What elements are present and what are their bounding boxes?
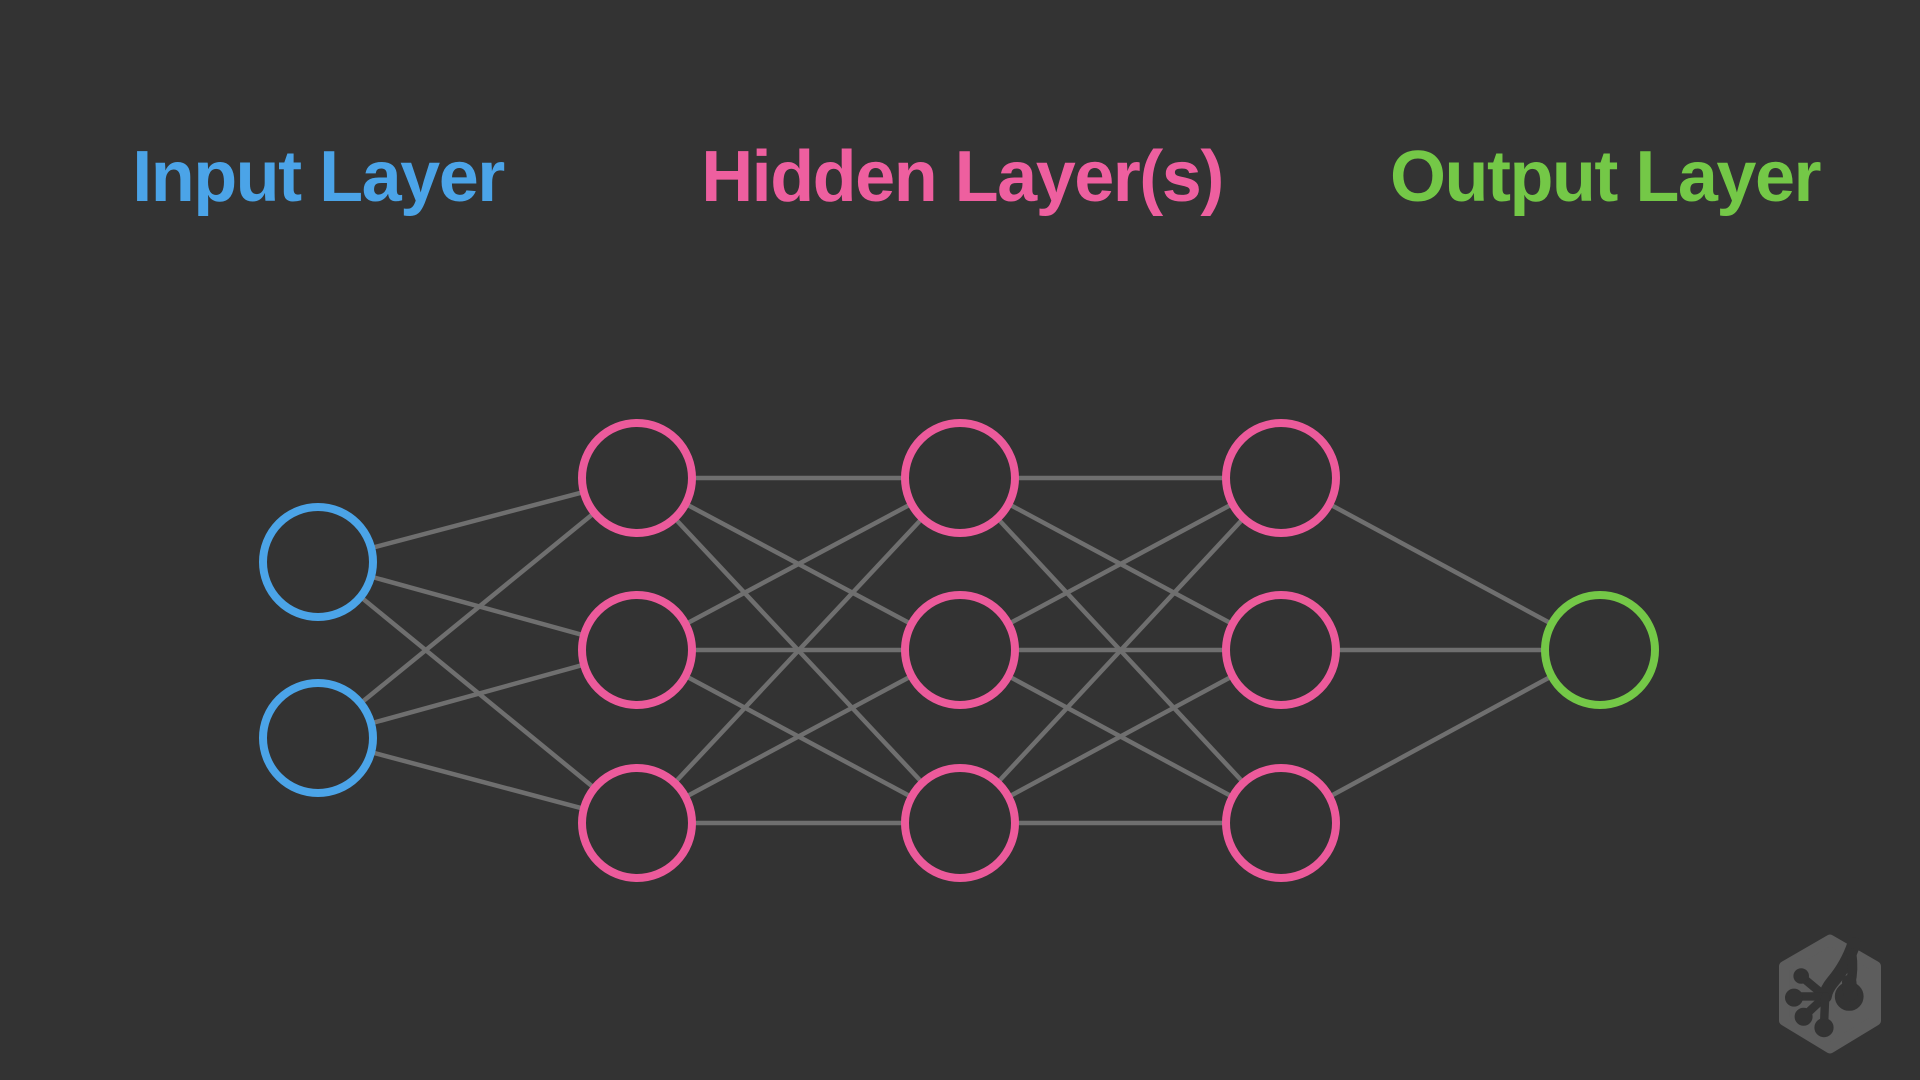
connection-line [1279, 648, 1602, 825]
node-input-layer-1 [259, 503, 377, 621]
node-hidden-layer-3-3 [1222, 764, 1340, 882]
hidden-layer-label: Hidden Layer(s) [701, 137, 1224, 217]
connection-line [316, 476, 639, 740]
node-hidden-layer-1-1 [578, 419, 696, 537]
input-layer-label: Input Layer [132, 137, 505, 217]
node-hidden-layer-3-2 [1222, 591, 1340, 709]
node-hidden-layer-2-2 [901, 591, 1019, 709]
node-hidden-layer-1-2 [578, 591, 696, 709]
connection-line [635, 476, 962, 825]
connection-line [635, 648, 962, 825]
node-hidden-layer-2-1 [901, 419, 1019, 537]
node-hidden-layer-2-3 [901, 764, 1019, 882]
node-hidden-layer-1-3 [578, 764, 696, 882]
brand-logo [1779, 934, 1881, 1054]
logo-neuron-glyph [1785, 937, 1864, 1038]
node-output-layer-1 [1541, 591, 1659, 709]
connection-line [635, 476, 962, 652]
connection-line [958, 476, 1283, 825]
node-input-layer-2 [259, 679, 377, 797]
node-hidden-layer-3-1 [1222, 419, 1340, 537]
connection-line [958, 476, 1283, 652]
output-layer-label: Output Layer [1389, 137, 1822, 217]
connection-line [1279, 476, 1602, 652]
connection-line [958, 648, 1283, 825]
